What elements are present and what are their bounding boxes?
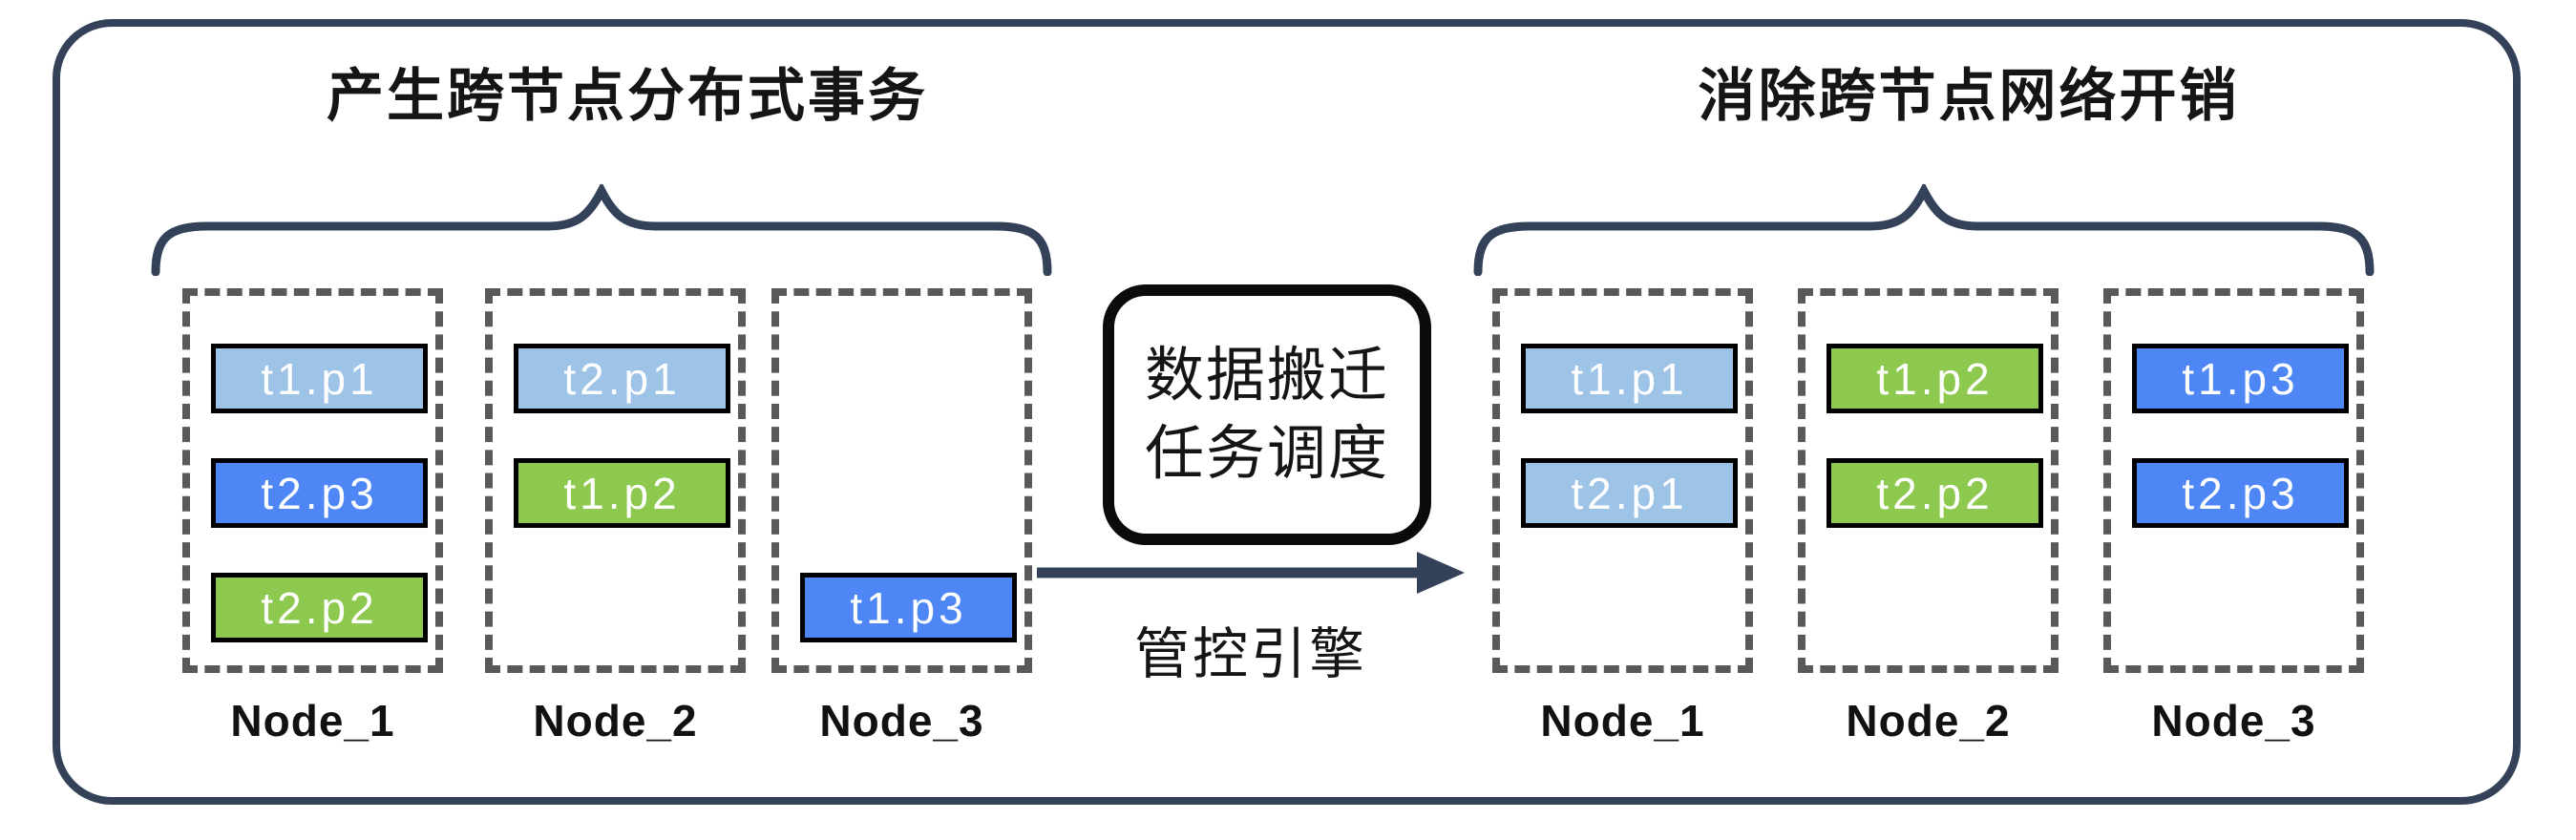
right-node-3-label: Node_3 — [2151, 696, 2316, 746]
right-node-1-label: Node_1 — [1540, 696, 1705, 746]
left-node-1-label: Node_1 — [230, 696, 395, 746]
right-node-1-box: t1.p1 t2.p1 — [1492, 288, 1753, 673]
partition: t2.p2 — [1826, 458, 2043, 528]
left-node-3-label: Node_3 — [819, 696, 984, 746]
right-node-2-label: Node_2 — [1846, 696, 2011, 746]
left-node-2-box: t2.p1 t1.p2 — [485, 288, 746, 673]
engine-box-line2: 任务调度 — [1144, 420, 1389, 487]
right-arrow-icon — [1037, 552, 1465, 594]
partition: t1.p2 — [1826, 344, 2043, 413]
right-cluster-title: 消除跨节点网络开销 — [1698, 64, 2240, 128]
left-cluster-title: 产生跨节点分布式事务 — [327, 64, 928, 128]
engine-arrow-label: 管控引擎 — [1133, 623, 1367, 685]
right-brace — [1473, 184, 2375, 276]
left-node-1-box: t1.p1 t2.p3 t2.p2 — [182, 288, 443, 673]
right-node-2-box: t1.p2 t2.p2 — [1798, 288, 2059, 673]
partition: t1.p2 — [514, 458, 730, 528]
outer-rounded-border — [53, 19, 2521, 805]
right-node-3-box: t1.p3 t2.p3 — [2103, 288, 2364, 673]
partition: t2.p2 — [211, 573, 428, 642]
partition: t1.p1 — [211, 344, 428, 413]
engine-box: 数据搬迁 任务调度 — [1103, 284, 1431, 545]
partition: t1.p3 — [2132, 344, 2349, 413]
left-node-2-label: Node_2 — [533, 696, 698, 746]
partition: t1.p1 — [1521, 344, 1738, 413]
partition: t1.p3 — [800, 573, 1017, 642]
partition: t2.p1 — [1521, 458, 1738, 528]
left-node-3-box: t1.p3 — [771, 288, 1032, 673]
partition: t2.p3 — [2132, 458, 2349, 528]
partition: t2.p3 — [211, 458, 428, 528]
partition: t2.p1 — [514, 344, 730, 413]
left-brace — [151, 184, 1052, 276]
engine-box-line1: 数据搬迁 — [1144, 342, 1389, 409]
